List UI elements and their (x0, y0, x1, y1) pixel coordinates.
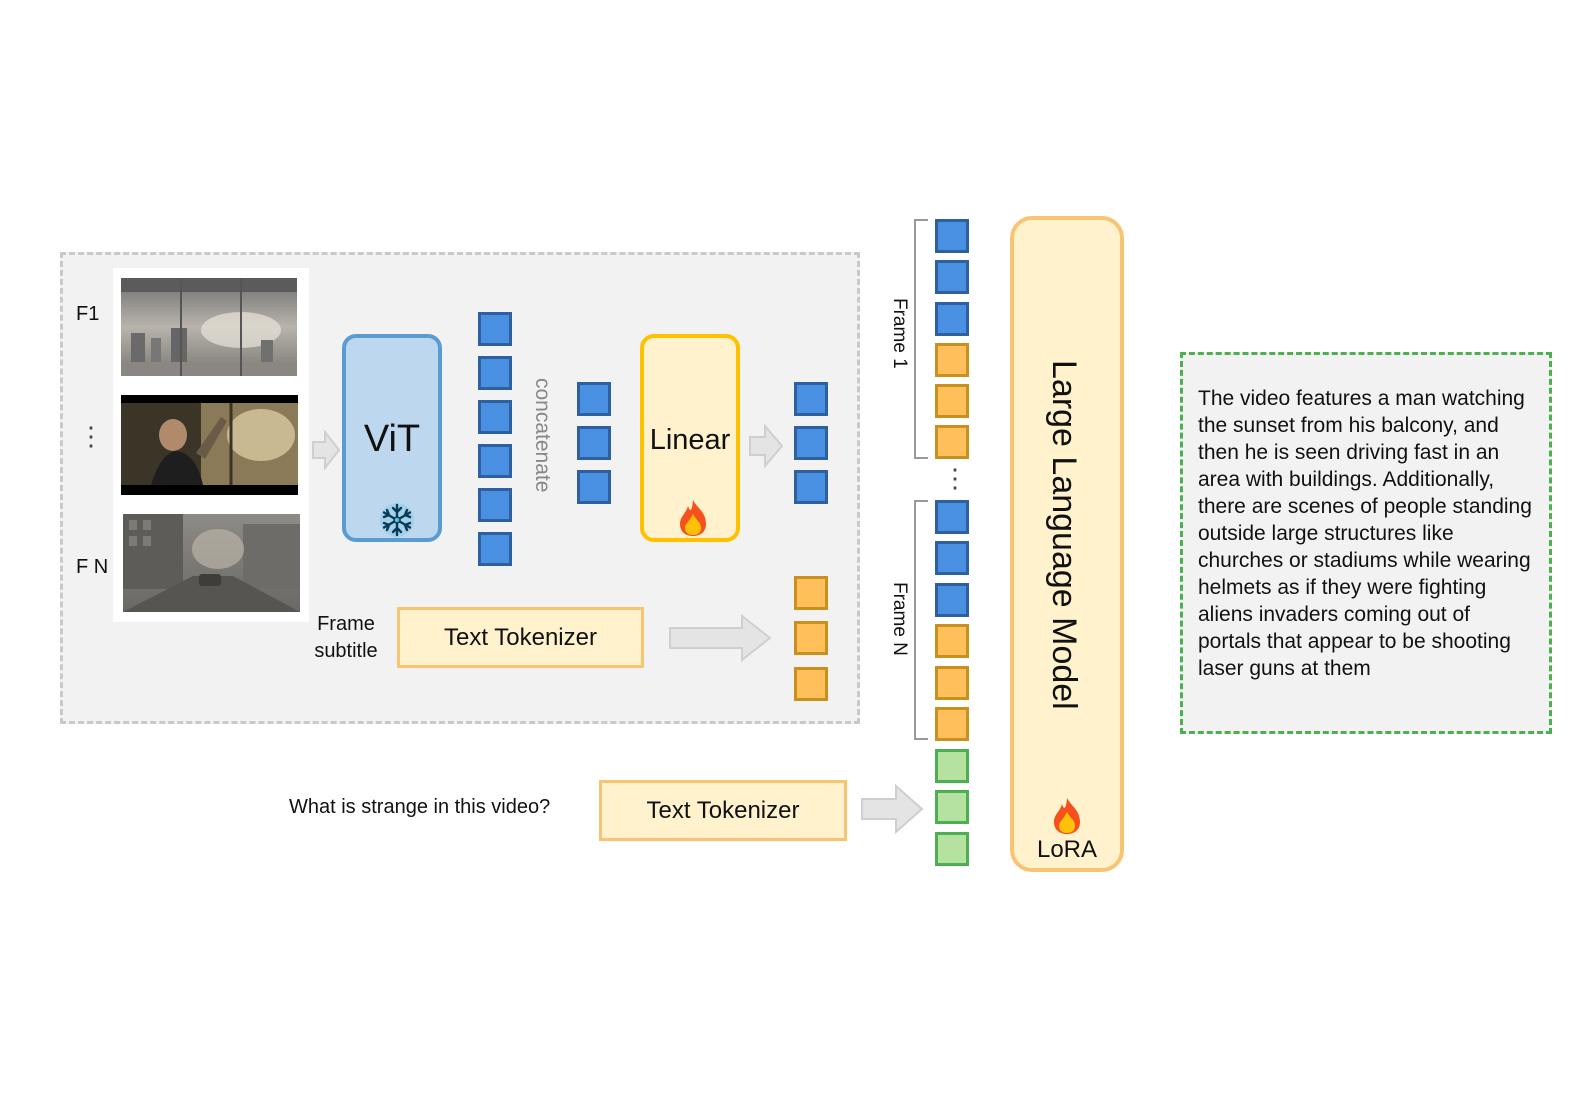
sequence-visual-token (935, 302, 969, 336)
sequence-question-token (935, 790, 969, 824)
arrow-linear-to-tokens (749, 424, 783, 468)
arrow-question-tokenizer (861, 784, 924, 834)
vit-label: ViT (363, 418, 421, 460)
vit-token (478, 312, 512, 346)
sequence-visual-token (935, 260, 969, 294)
frame-label-first: F1 (76, 303, 100, 325)
sequence-visual-token (935, 500, 969, 534)
arrow-subtitle-tokenizer (669, 614, 772, 662)
fire-icon (1054, 798, 1080, 834)
large-language-model: Large Language Model LoRA (1010, 216, 1124, 872)
linear-label: Linear (649, 424, 731, 456)
concatenate-text: concatenate (531, 378, 554, 493)
subtitle-token (794, 667, 828, 701)
question-text: What is strange in this video? (289, 796, 551, 818)
vit-encoder: ViT (342, 334, 442, 542)
linear-projector: Linear (640, 334, 740, 542)
vit-token (478, 356, 512, 390)
frame-subtitle-label: Frame subtitle (314, 613, 378, 662)
frames-card (113, 268, 309, 622)
arrow-frames-to-vit (312, 430, 340, 470)
sequence-question-token (935, 749, 969, 783)
subtitle-token (794, 621, 828, 655)
frame-image-middle (121, 395, 298, 495)
sequence-question-token (935, 832, 969, 866)
sequence-visual-token (935, 541, 969, 575)
subtitle-token (794, 576, 828, 610)
vit-token (478, 488, 512, 522)
sequence-subtitle-token (935, 624, 969, 658)
sequence-subtitle-token (935, 666, 969, 700)
frameN-bracket (914, 500, 928, 740)
concatenate-label: concatenate (522, 378, 562, 508)
sequence-visual-token (935, 583, 969, 617)
concat-token (577, 470, 611, 504)
vit-token (478, 532, 512, 566)
fire-icon (680, 500, 706, 536)
question-tokenizer-label: Text Tokenizer (646, 797, 800, 824)
snowflake-icon (380, 503, 414, 537)
question-text-tokenizer: Text Tokenizer (599, 780, 847, 841)
frame1-label: Frame 1 (889, 298, 910, 369)
sequence-subtitle-token (935, 343, 969, 377)
frame-image-last (123, 514, 300, 612)
sequence-visual-token (935, 219, 969, 253)
projected-visual-token (794, 382, 828, 416)
frame1-bracket (914, 219, 928, 459)
concat-token (577, 382, 611, 416)
output-answer-box: The video features a man watching the su… (1180, 352, 1552, 734)
vit-token (478, 444, 512, 478)
projected-visual-token (794, 426, 828, 460)
frames-ellipsis: ⋮ (78, 421, 104, 451)
sequence-subtitle-token (935, 707, 969, 741)
vit-token (478, 400, 512, 434)
llm-label: Large Language Model (1045, 360, 1083, 710)
sequence-subtitle-token (935, 425, 969, 459)
sequence-subtitle-token (935, 384, 969, 418)
concat-token (577, 426, 611, 460)
projected-visual-token (794, 470, 828, 504)
output-answer-text: The video features a man watching the su… (1198, 387, 1532, 680)
lora-label: LoRA (1036, 836, 1098, 863)
subtitle-text-tokenizer: Text Tokenizer (397, 607, 644, 668)
frame-label-last: F N (76, 556, 109, 578)
sequence-ellipsis: ⋮ (942, 463, 968, 493)
frameN-label: Frame N (889, 582, 910, 656)
subtitle-tokenizer-label: Text Tokenizer (444, 624, 597, 651)
frame-image-first (121, 278, 297, 376)
